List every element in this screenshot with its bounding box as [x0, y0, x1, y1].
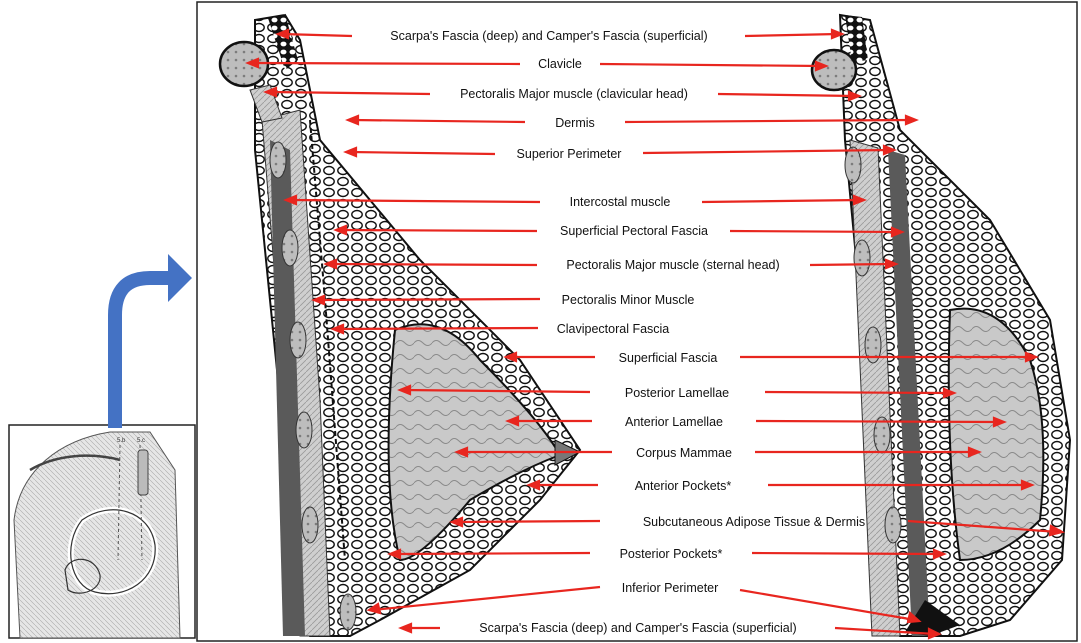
flow-arrow [115, 254, 192, 428]
label-scarpa-top: Scarpa's Fascia (deep) and Camper's Fasc… [390, 29, 707, 43]
label-anterior-lamellae: Anterior Lamellae [625, 415, 723, 429]
inset-label-5c: 5.c [137, 438, 145, 444]
label-posterior-lamellae: Posterior Lamellae [625, 386, 729, 400]
label-pectoralis-clavicular: Pectoralis Major muscle (clavicular head… [460, 87, 688, 101]
label-dermis: Dermis [555, 116, 595, 130]
label-clavipectoral-fascia: Clavipectoral Fascia [557, 322, 670, 336]
label-subcutaneous-adipose: Subcutaneous Adipose Tissue & Dermis [643, 515, 865, 529]
label-intercostal: Intercostal muscle [570, 195, 671, 209]
label-anterior-pockets: Anterior Pockets* [635, 479, 732, 493]
label-superior-perimeter: Superior Perimeter [517, 147, 622, 161]
label-inferior-perimeter: Inferior Perimeter [622, 581, 719, 595]
label-pectoralis-minor: Pectoralis Minor Muscle [562, 293, 695, 307]
inset-thumbnail: 5.b 5.c [9, 425, 195, 638]
inset-label-5b: 5.b [117, 438, 126, 444]
label-corpus-mammae: Corpus Mammae [636, 446, 732, 460]
label-scarpa-bottom: Scarpa's Fascia (deep) and Camper's Fasc… [479, 621, 796, 635]
label-clavicle: Clavicle [538, 57, 582, 71]
label-posterior-pockets: Posterior Pockets* [620, 547, 723, 561]
label-superficial-fascia: Superficial Fascia [619, 351, 718, 365]
label-pectoralis-sternal: Pectoralis Major muscle (sternal head) [566, 258, 779, 272]
label-superficial-pectoral-fascia: Superficial Pectoral Fascia [560, 224, 708, 238]
